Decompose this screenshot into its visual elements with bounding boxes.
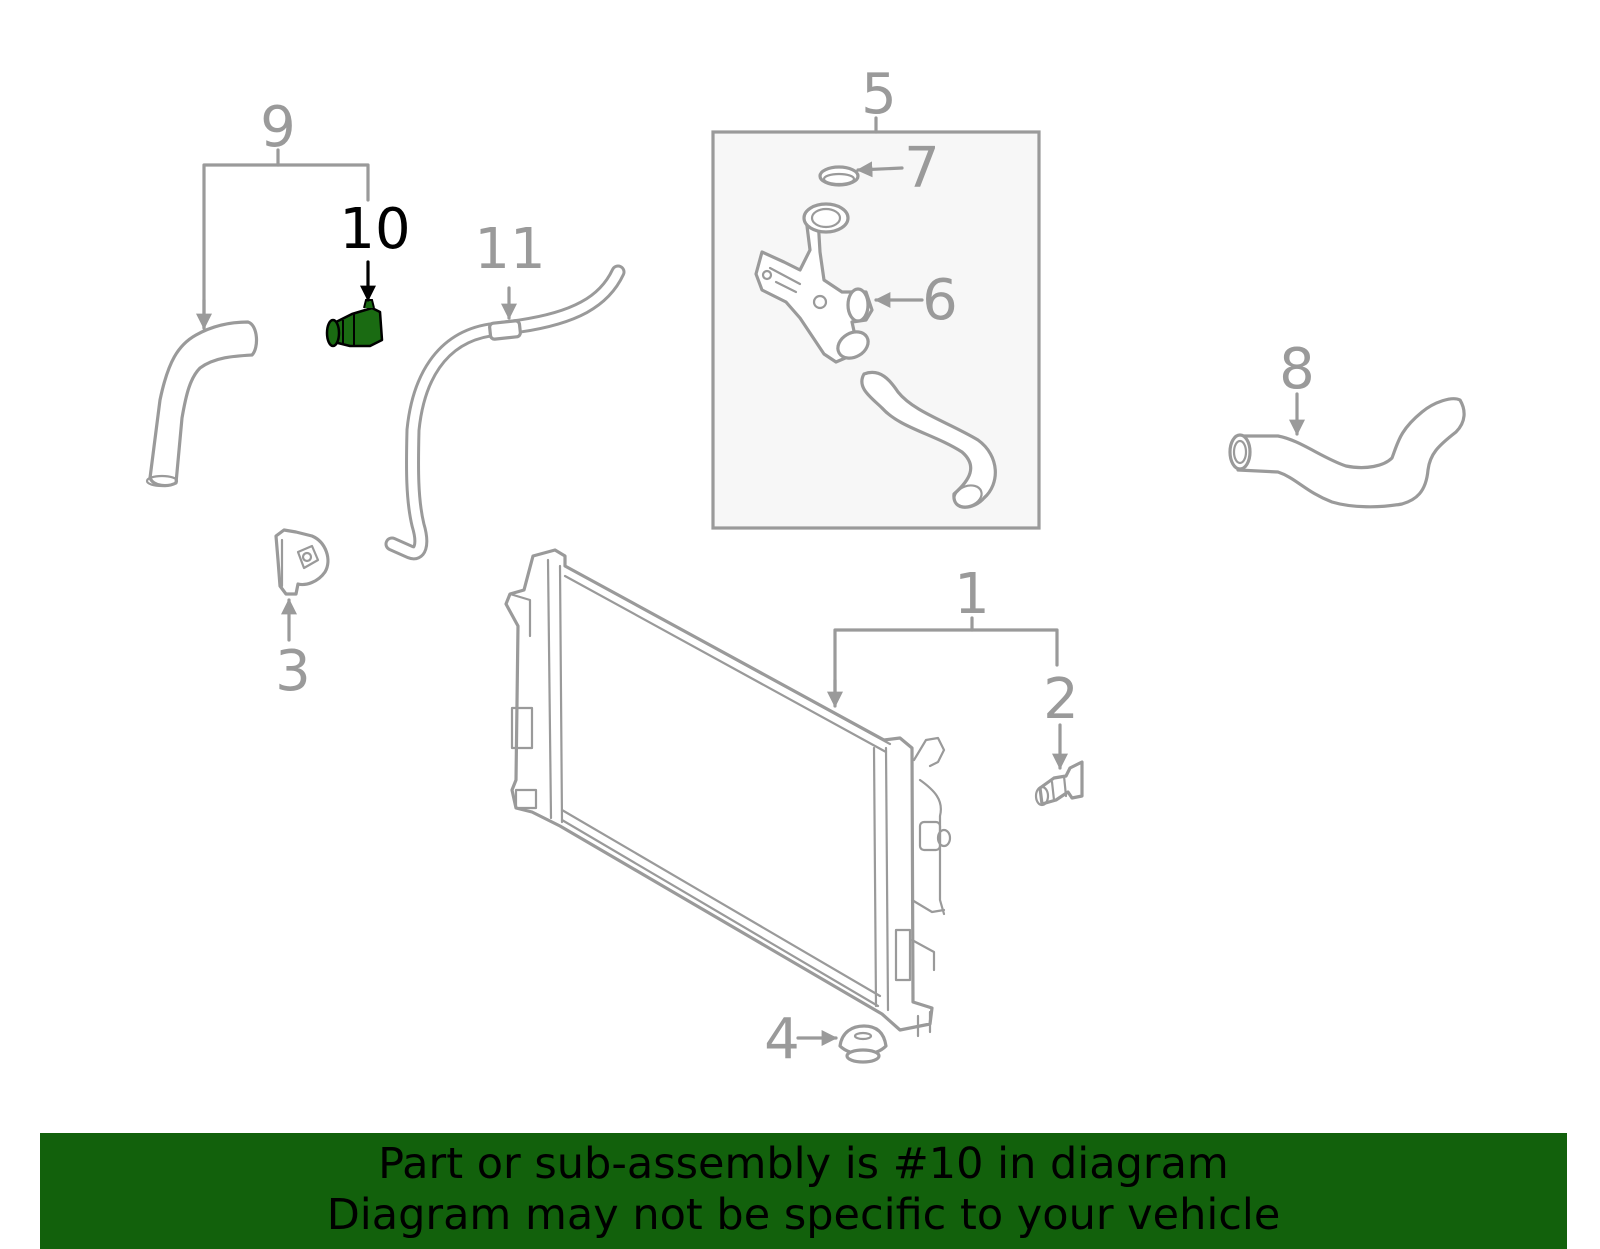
callout-6: 6 xyxy=(922,268,958,333)
callout-2: 2 xyxy=(1043,667,1079,732)
radiator-part-1[interactable] xyxy=(504,548,952,1038)
mount-part-3[interactable] xyxy=(274,528,330,596)
lower-radiator-hose-part-8[interactable] xyxy=(1228,397,1466,509)
callout-10: 10 xyxy=(339,197,410,262)
hose-inside-assembly[interactable] xyxy=(860,370,997,510)
fitting-part-10-highlighted[interactable] xyxy=(325,299,384,348)
mount-cushion-part-4[interactable] xyxy=(838,1024,888,1064)
filler-neck-part-6[interactable] xyxy=(754,202,874,364)
banner-line-1: Part or sub-assembly is #10 in diagram xyxy=(378,1139,1229,1189)
callout-3: 3 xyxy=(275,639,311,704)
banner-line-2: Diagram may not be specific to your vehi… xyxy=(326,1190,1281,1240)
callout-4: 4 xyxy=(764,1007,800,1072)
drain-plug-part-2[interactable] xyxy=(1034,760,1084,807)
callout-arrow-7 xyxy=(856,161,904,178)
callout-9: 9 xyxy=(260,95,296,160)
callout-5: 5 xyxy=(861,62,897,127)
callout-7: 7 xyxy=(904,136,940,201)
callout-1: 1 xyxy=(954,562,990,627)
callout-bracket-9 xyxy=(196,148,370,330)
clamp-part-7[interactable] xyxy=(818,165,860,187)
upper-radiator-hose-part-9[interactable] xyxy=(145,320,259,488)
callout-8: 8 xyxy=(1279,337,1315,402)
info-banner: Part or sub-assembly is #10 in diagram D… xyxy=(40,1133,1567,1249)
callout-11: 11 xyxy=(474,217,545,282)
callout-bracket-1 xyxy=(827,616,1059,708)
overflow-hose-part-11[interactable] xyxy=(384,264,626,561)
